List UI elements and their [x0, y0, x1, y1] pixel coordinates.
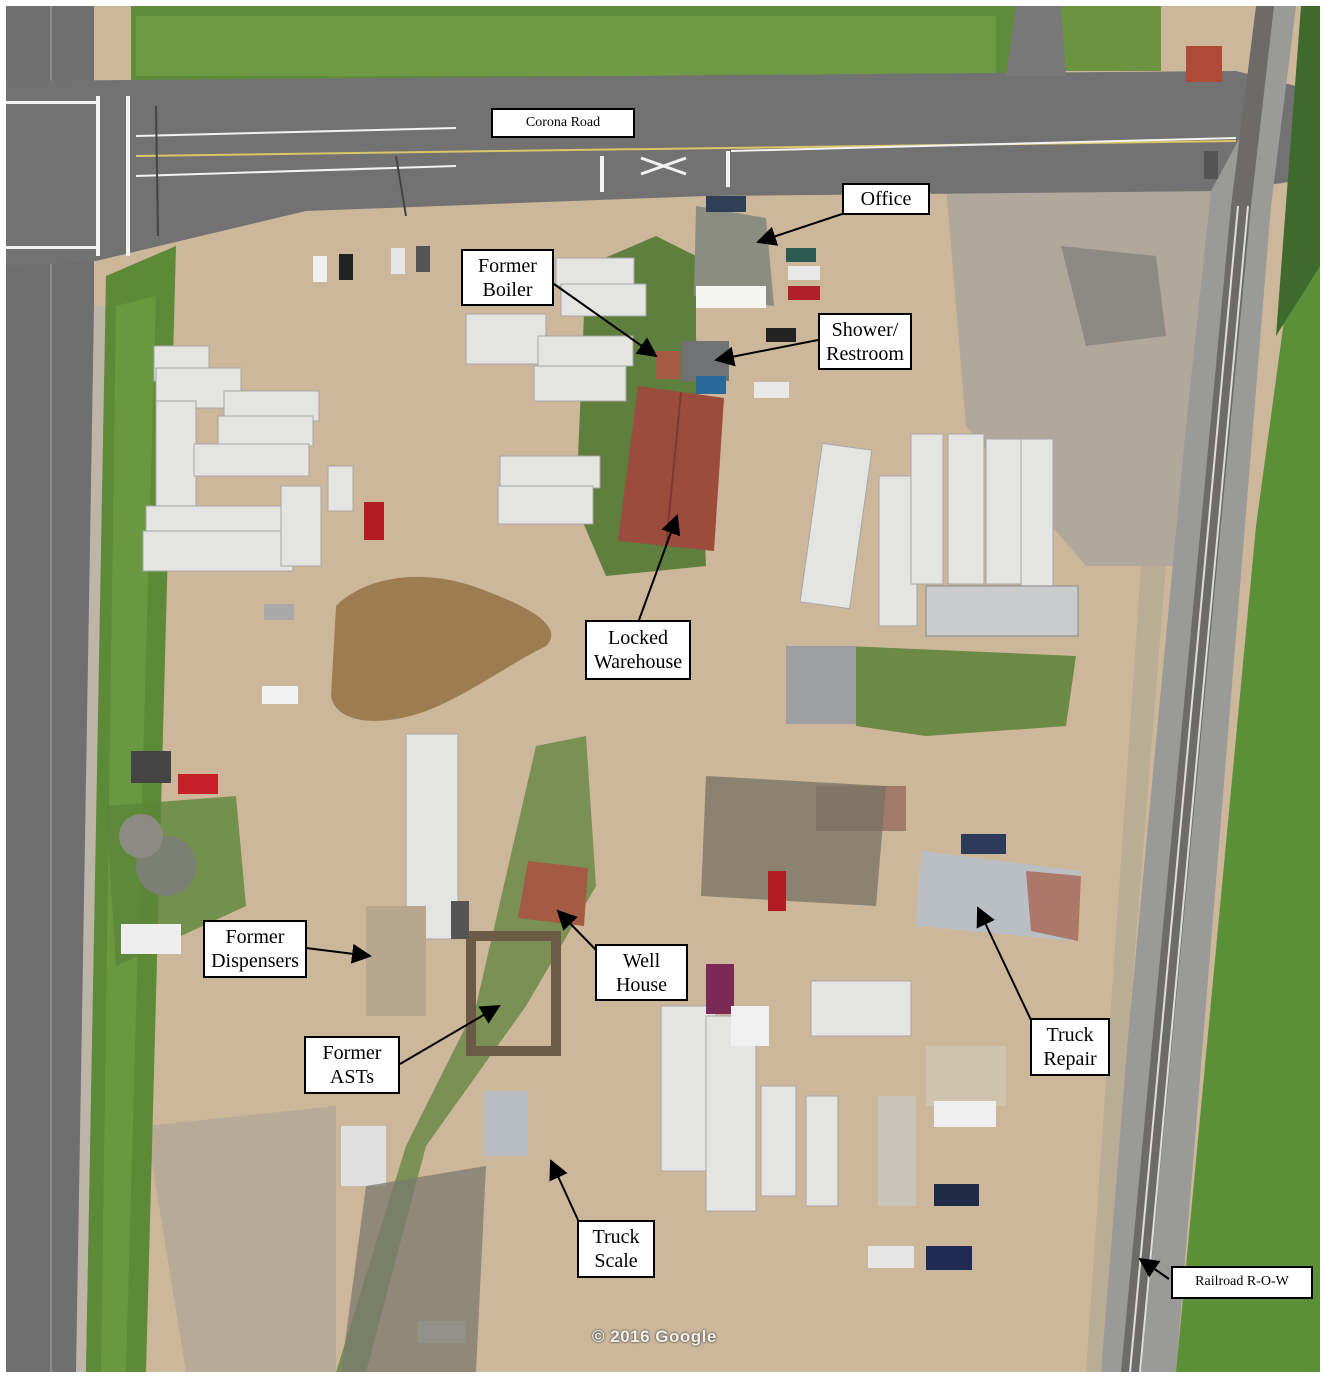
- well-house-label: Well House: [595, 944, 688, 1001]
- former-dispensers-label: Former Dispensers: [203, 920, 307, 978]
- former-boiler-label: Former Boiler: [461, 249, 554, 306]
- railroad-row-label: Railroad R-O-W: [1171, 1266, 1313, 1299]
- office-label: Office: [842, 183, 930, 215]
- truck-repair-label: Truck Repair: [1030, 1018, 1110, 1076]
- aerial-site-map: Corona Road Office Former Boiler Shower/…: [6, 6, 1320, 1372]
- corona-road-label: Corona Road: [491, 108, 635, 138]
- aerial-imagery: [6, 6, 1320, 1372]
- former-asts-label: Former ASTs: [304, 1036, 400, 1094]
- shower-restroom-label: Shower/ Restroom: [818, 313, 912, 370]
- locked-warehouse-label: Locked Warehouse: [585, 620, 691, 680]
- truck-scale-label: Truck Scale: [577, 1220, 655, 1278]
- google-copyright: © 2016 Google: [592, 1327, 717, 1346]
